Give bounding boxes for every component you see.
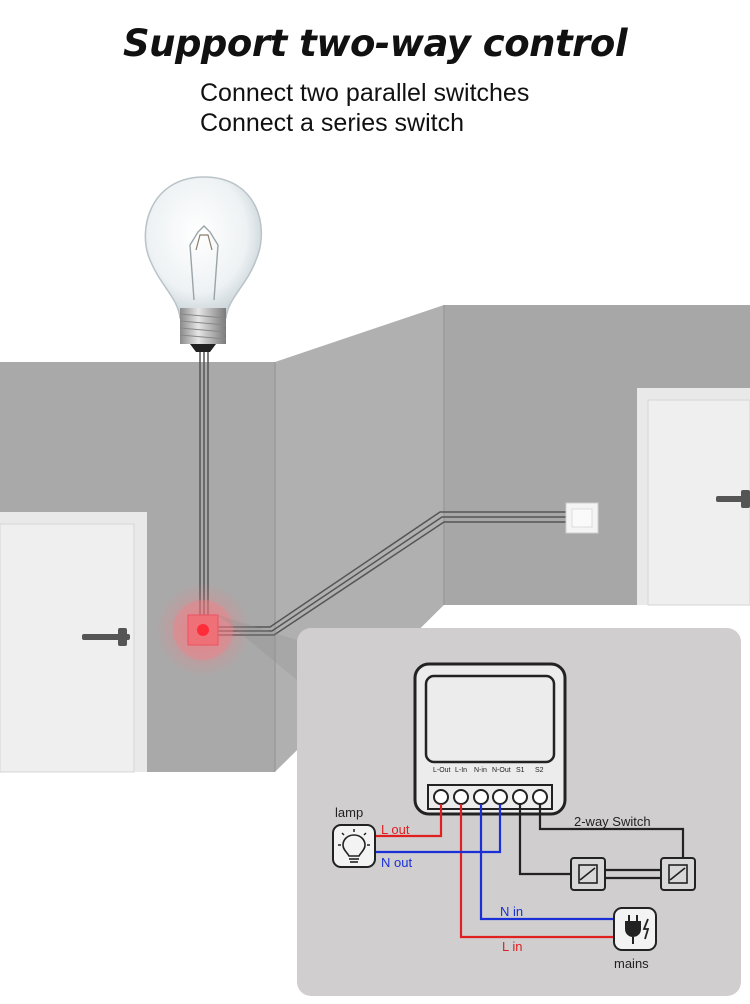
l-out-label: L out: [381, 822, 410, 837]
terminal-label: L-Out: [433, 767, 451, 774]
terminal-label: N-in: [474, 767, 487, 774]
terminal-label: N-Out: [492, 767, 511, 774]
switch-label: 2-way Switch: [574, 814, 651, 829]
ceiling-wires: [199, 345, 209, 625]
l-in-label: L in: [502, 939, 522, 954]
terminal-labels: L-Out L-In N-in N-Out S1 S2: [433, 767, 544, 774]
plug-icon: [613, 907, 657, 951]
door-handle-icon: [82, 628, 130, 646]
two-way-switch-left: [570, 857, 606, 891]
mains-label: mains: [614, 956, 649, 971]
light-bulb-icon: [144, 176, 263, 352]
smart-switch-device[interactable]: [155, 582, 251, 678]
terminal-screws: [433, 789, 548, 805]
terminal-label: S1: [516, 767, 525, 774]
terminal-label: S2: [535, 767, 544, 774]
lamp-icon: [332, 824, 376, 868]
wall-switch-icon[interactable]: [565, 502, 599, 534]
terminal-label: L-In: [455, 767, 467, 774]
door-handle-icon: [716, 490, 750, 508]
subtitle-line-2: Connect a series switch: [200, 109, 465, 137]
right-door: [637, 388, 750, 606]
two-way-switch-right: [660, 857, 696, 891]
n-in-label: N in: [500, 904, 523, 919]
page-title: Support two-way control: [122, 22, 628, 65]
lamp-label: lamp: [335, 805, 363, 820]
relay-module: [413, 662, 567, 816]
diagram-wires: [374, 804, 685, 939]
n-out-label: N out: [381, 855, 412, 870]
subtitle-line-1: Connect two parallel switches: [200, 79, 530, 107]
left-door: [0, 512, 147, 773]
